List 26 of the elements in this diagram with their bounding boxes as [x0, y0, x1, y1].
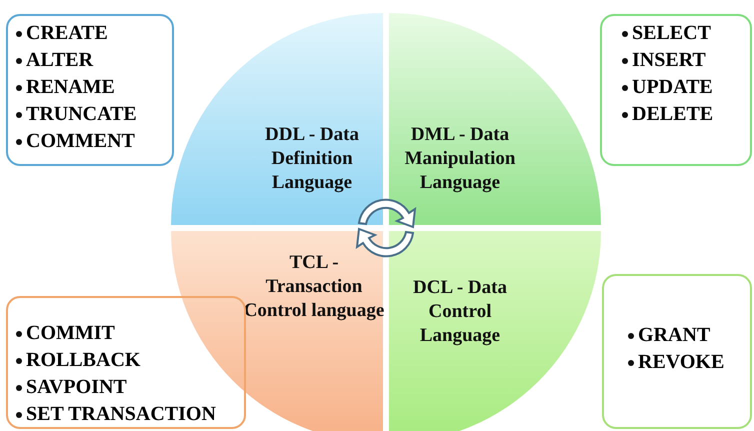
command-list-panel	[6, 14, 174, 166]
command-item: DELETE	[632, 102, 714, 127]
command-item: INSERT	[632, 48, 706, 73]
command-list-panel	[602, 274, 752, 429]
command-item: CREATE	[26, 21, 108, 46]
quadrant-segment	[389, 13, 601, 225]
command-item: REVOKE	[638, 350, 724, 375]
command-item: TRUNCATE	[26, 102, 137, 127]
quadrant-title: TCL - Transaction Control language	[243, 251, 385, 323]
quadrant-title: DCL - Data Control Language	[412, 276, 508, 348]
command-item: ALTER	[26, 48, 94, 73]
command-item: ROLLBACK	[26, 348, 140, 373]
quadrant-title: DDL - Data Definition Language	[264, 123, 360, 195]
command-item: SAVPOINT	[26, 375, 127, 400]
command-item: COMMIT	[26, 321, 115, 346]
command-list-panel	[6, 296, 246, 429]
command-item: SELECT	[632, 21, 711, 46]
command-item: SET TRANSACTION	[26, 402, 216, 427]
command-item: COMMENT	[26, 129, 135, 154]
command-item: UPDATE	[632, 75, 713, 100]
quadrant-segment	[389, 231, 601, 431]
quadrant-segment	[171, 13, 383, 225]
command-item: RENAME	[26, 75, 115, 100]
command-item: GRANT	[638, 323, 710, 348]
command-list-panel	[600, 14, 752, 166]
quadrant-title: DML - Data Manipulation Language	[404, 123, 516, 195]
